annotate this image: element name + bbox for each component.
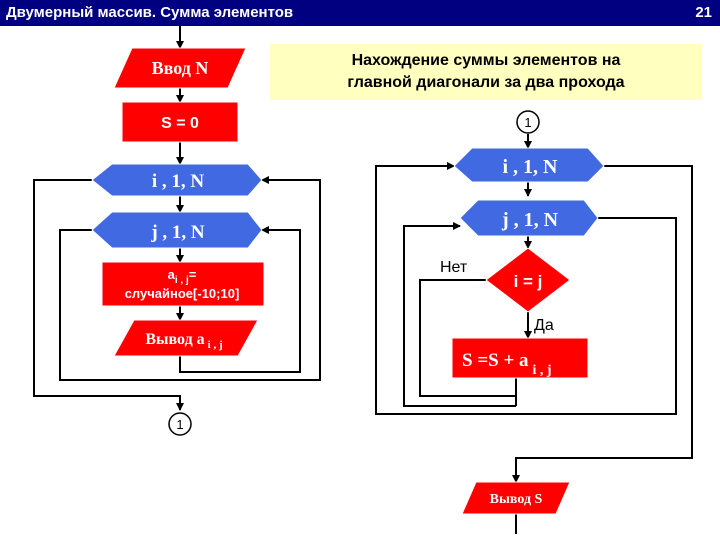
caption-line-1: Нахождение суммы элементов на [351,52,621,69]
loop-j-block [91,211,263,249]
assign-block [101,261,265,307]
sum-text: S =S + a [462,350,529,371]
condition-diamond [485,247,571,313]
output-a-text: Вывод a [145,331,204,348]
condition-label: i = j [514,272,543,291]
left-flowchart [33,26,321,411]
assign-variable: a [168,267,176,282]
sum-subscript: i , j [533,363,552,378]
loop-i-block [91,163,263,197]
output-s-block [461,481,571,515]
no-branch-line [419,279,516,397]
loop-back-line-j [403,222,516,407]
loop-j-label: j , 1, N [150,222,205,243]
assign-equals: = [189,267,197,282]
loop-exit-line [512,165,693,483]
assign-line-1: ai , j= [168,267,197,286]
sum-block [451,337,589,379]
right-flowchart [375,134,693,534]
loop-j-label-right: j , 1, N [501,209,559,231]
slide-title: Двумерный массив. Сумма элементов [6,4,294,21]
loop-back-line-i [59,176,321,381]
loop-i-block-right [453,147,605,183]
connector-left-label: 1 [176,417,183,432]
loop-back-line-i [375,162,677,415]
assign-subscript: i , j [175,275,189,286]
loop-exit-line [33,179,184,411]
connector-left [168,412,192,436]
page-number: 21 [695,4,712,21]
no-label: Нет [440,259,468,276]
assign-line-2: случайное[-10;10] [125,286,240,301]
output-a-label: Вывод a i , j [145,331,222,351]
output-a-subscript: i , j [208,339,223,351]
title-bar: Двумерный массив. Сумма элементов 21 [0,0,720,26]
input-n-label: Ввод N [152,58,209,78]
connector-right [516,110,540,134]
loop-i-label: i , 1, N [152,171,205,192]
loop-back-line-j [179,226,301,373]
caption-box: Нахождение суммы элементов на главной ди… [270,44,702,100]
connector-right-label: 1 [524,115,531,130]
yes-label: Да [534,317,554,334]
loop-i-label-right: i , 1, N [503,156,559,178]
sum-label: S =S + a i , j [462,350,552,378]
output-s-label: Вывод S [490,492,543,507]
output-a-block [113,319,259,357]
init-sum-label: S = 0 [161,115,199,132]
init-sum-block [121,101,239,143]
input-n-block [113,47,247,89]
loop-j-block-right [459,199,599,237]
caption-line-2: главной диагонали за два прохода [347,74,625,91]
